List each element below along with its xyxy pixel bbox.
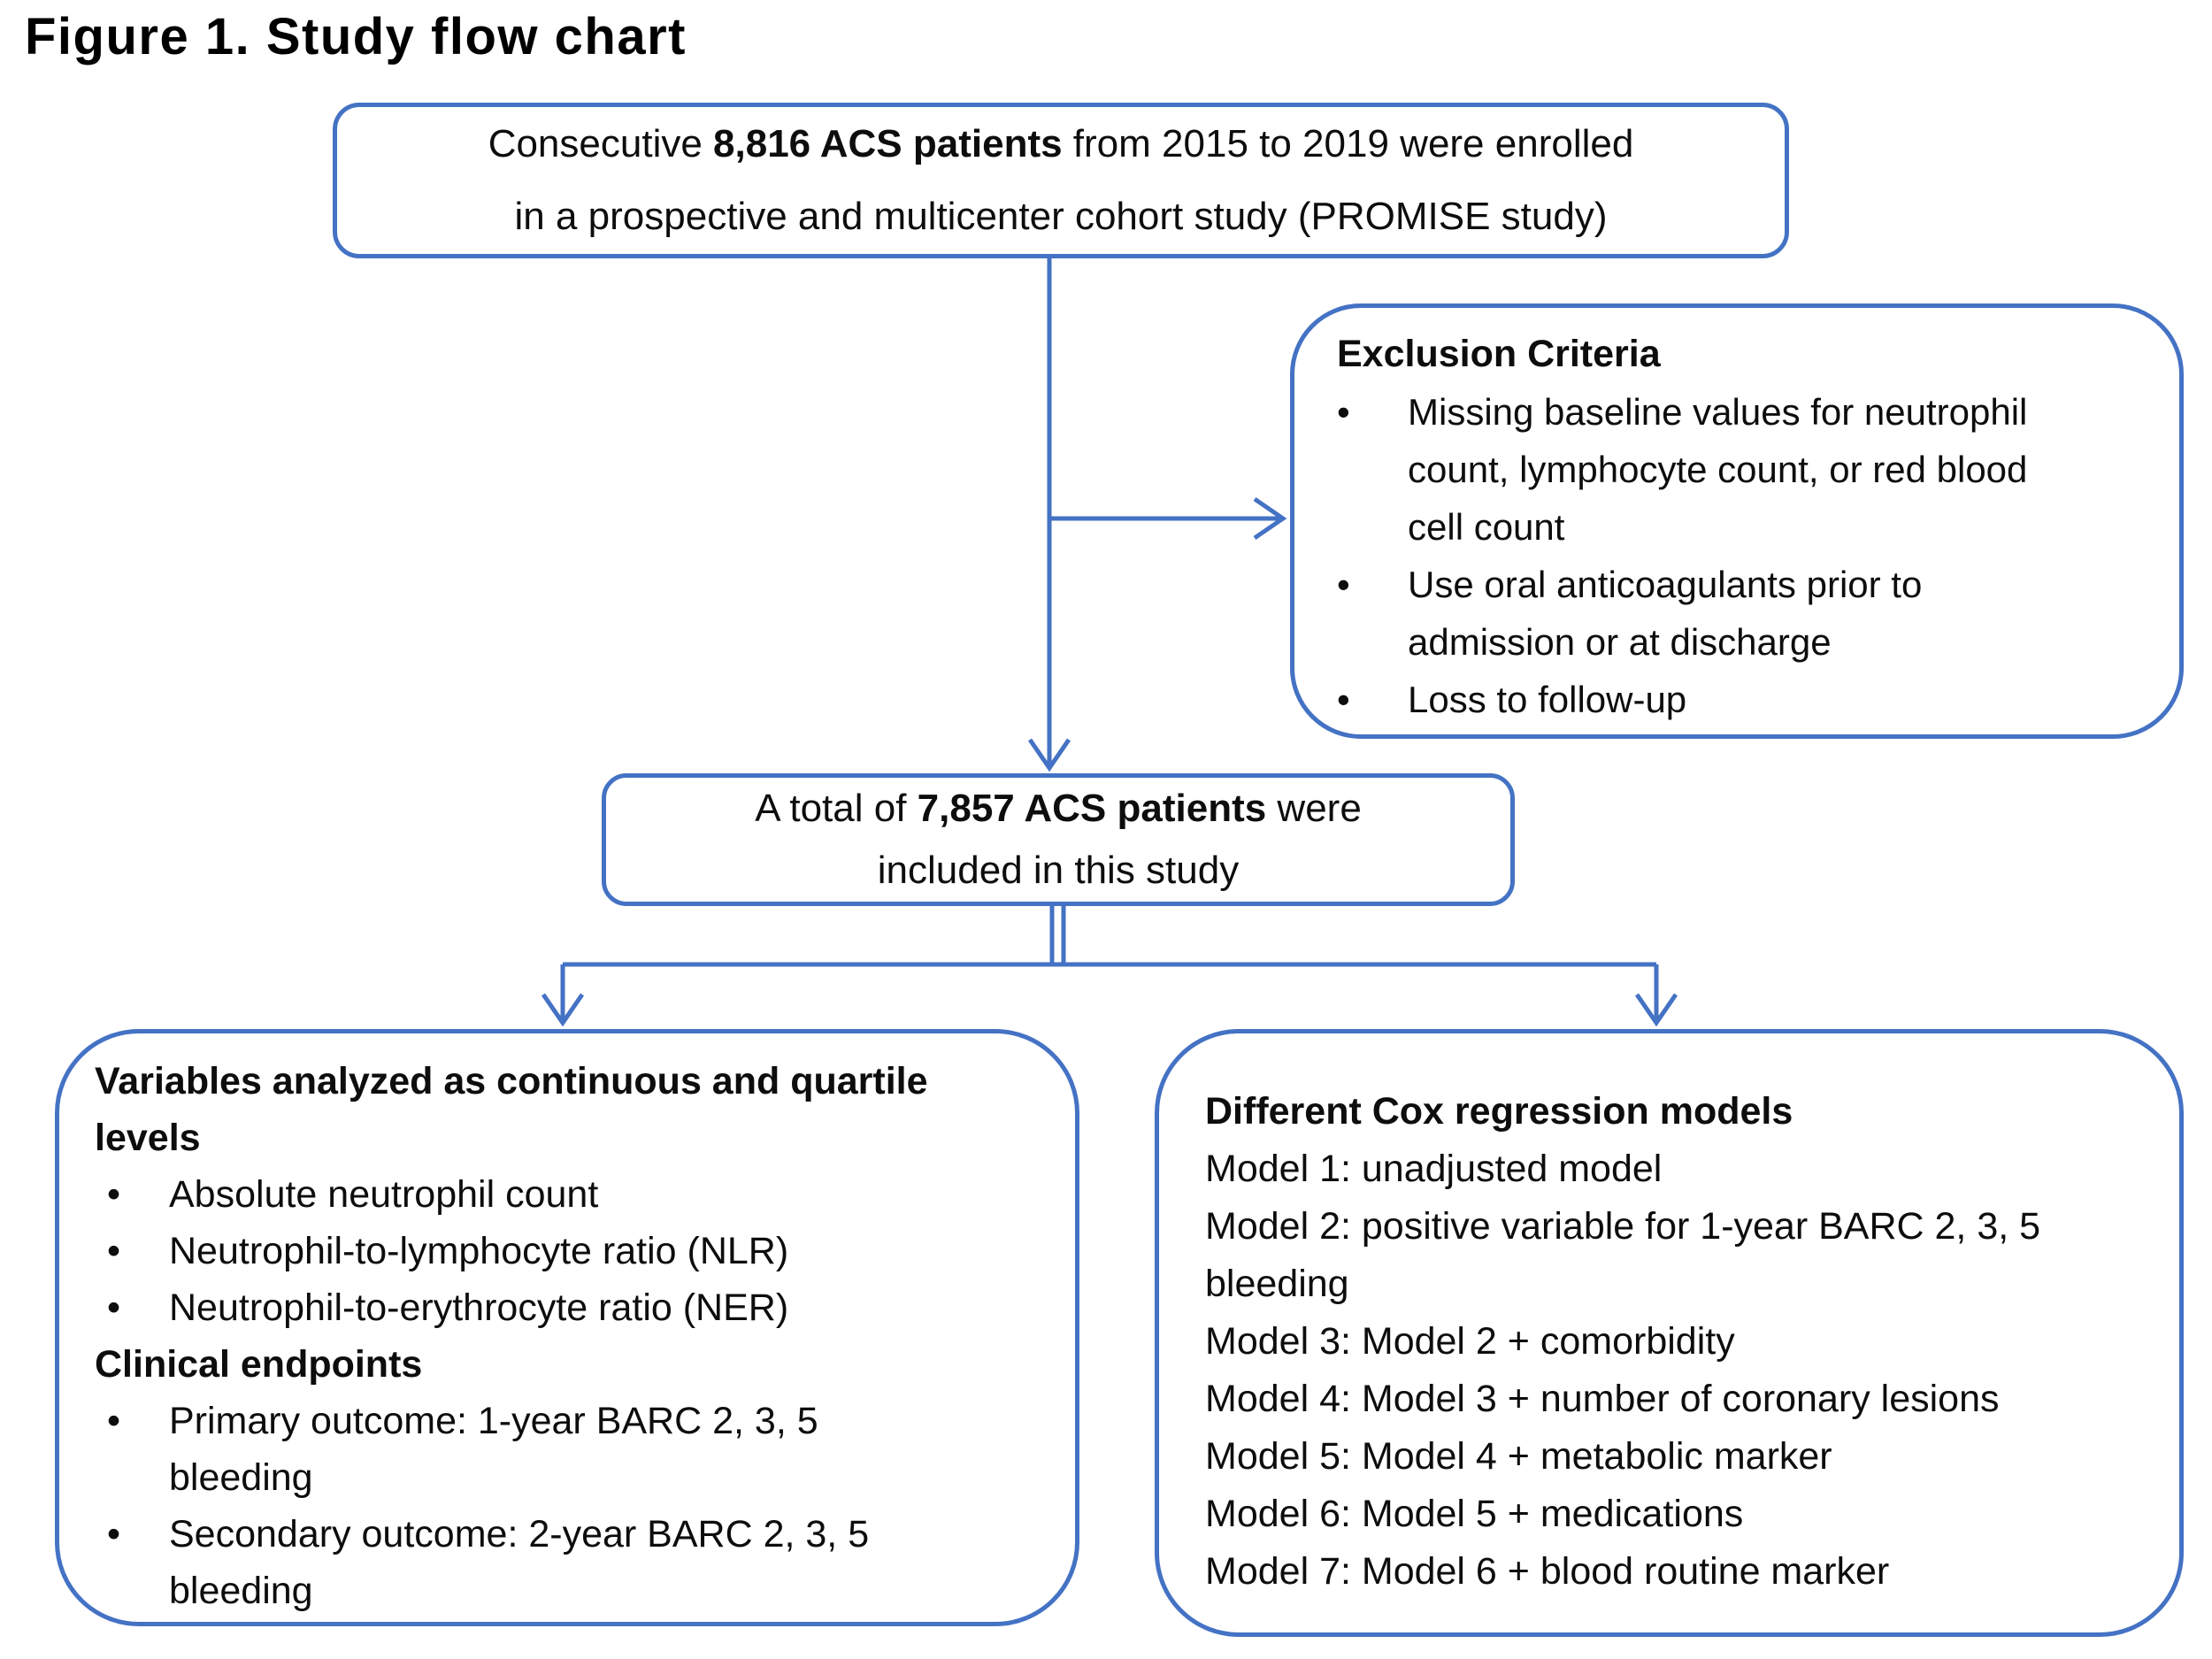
bullet-icon: • bbox=[107, 1230, 121, 1272]
bullet-icon: • bbox=[1337, 391, 1350, 433]
cox-models-heading: Different Cox regression models bbox=[1205, 1090, 1793, 1133]
arrowhead-down-to-total bbox=[1027, 738, 1071, 772]
text-run: A total of bbox=[755, 787, 918, 830]
list-item-text: Missing baseline values for neutrophil c… bbox=[1408, 391, 2028, 548]
text-run-bold: 8,816 ACS patients bbox=[713, 122, 1063, 165]
list-item: • Neutrophil-to-lymphocyte ratio (NLR) bbox=[95, 1223, 1050, 1279]
list-item-text: Neutrophil-to-lymphocyte ratio (NLR) bbox=[169, 1230, 789, 1272]
list-item: • Missing baseline values for neutrophil … bbox=[1337, 383, 2154, 556]
list-item-text: Neutrophil-to-erythrocyte ratio (NER) bbox=[169, 1286, 789, 1329]
bullet-icon: • bbox=[107, 1286, 121, 1329]
total-line-2: included in this study bbox=[877, 849, 1240, 892]
model-line: Model 3: Model 2 + comorbidity bbox=[1205, 1320, 1735, 1363]
total-included-box: A total of 7,857 ACS patients were inclu… bbox=[602, 773, 1515, 906]
list-item-text: Loss to follow-up bbox=[1408, 679, 1687, 720]
list-item-text: Primary outcome: 1-year BARC 2, 3, 5 ble… bbox=[169, 1400, 818, 1499]
list-item-text: Absolute neutrophil count bbox=[169, 1173, 599, 1216]
cox-models-box: Different Cox regression models Model 1:… bbox=[1155, 1029, 2184, 1637]
variables-endpoints-box: Variables analyzed as continuous and qua… bbox=[55, 1029, 1079, 1626]
exclusion-heading: Exclusion Criteria bbox=[1337, 333, 1661, 375]
model-line: Model 2: positive variable for 1-year BA… bbox=[1205, 1205, 2041, 1305]
model-line: Model 1: unadjusted model bbox=[1205, 1148, 1663, 1190]
arrowhead-down-to-models bbox=[1634, 993, 1678, 1027]
variables-list: • Absolute neutrophil count • Neutrophil-t… bbox=[95, 1166, 1050, 1336]
bullet-icon: • bbox=[107, 1400, 121, 1442]
variables-heading: Variables analyzed as continuous and qua… bbox=[95, 1060, 928, 1159]
clinical-endpoints-heading: Clinical endpoints bbox=[95, 1343, 423, 1386]
text-run: from 2015 to 2019 were enrolled bbox=[1062, 122, 1634, 165]
model-line: Model 6: Model 5 + medications bbox=[1205, 1493, 1744, 1535]
list-item: • Loss to follow-up bbox=[1337, 671, 2154, 728]
exclusion-list: • Missing baseline values for neutrophil … bbox=[1337, 383, 2154, 728]
bullet-icon: • bbox=[1337, 679, 1350, 720]
bullet-icon: • bbox=[1337, 564, 1350, 605]
arrowhead-down-to-variables bbox=[541, 993, 585, 1027]
total-line-1: A total of 7,857 ACS patients were bbox=[755, 778, 1362, 840]
list-item: • Neutrophil-to-erythrocyte ratio (NER) bbox=[95, 1279, 1050, 1336]
text-run-bold: 7,857 ACS patients bbox=[917, 787, 1267, 830]
list-item: • Primary outcome: 1-year BARC 2, 3, 5 bl… bbox=[95, 1393, 1050, 1506]
list-item: • Secondary outcome: 2-year BARC 2, 3, 5 … bbox=[95, 1506, 1050, 1619]
figure-title: Figure 1. Study flow chart bbox=[25, 8, 687, 65]
list-item: • Absolute neutrophil count bbox=[95, 1166, 1050, 1223]
text-run: Consecutive bbox=[488, 122, 714, 165]
bullet-icon: • bbox=[107, 1173, 121, 1216]
exclusion-criteria-box: Exclusion Criteria • Missing baseline val… bbox=[1290, 303, 2184, 739]
enrollment-line-2: in a prospective and multicenter cohort … bbox=[514, 195, 1608, 238]
enrollment-line-1: Consecutive 8,816 ACS patients from 2015… bbox=[488, 108, 1634, 180]
model-line: Model 4: Model 3 + number of coronary le… bbox=[1205, 1378, 2000, 1420]
list-item: • Use oral anticoagulants prior to admiss… bbox=[1337, 556, 2154, 671]
model-line: Model 7: Model 6 + blood routine marker bbox=[1205, 1550, 1890, 1593]
list-item-text: Secondary outcome: 2-year BARC 2, 3, 5 b… bbox=[169, 1513, 870, 1612]
model-line: Model 5: Model 4 + metabolic marker bbox=[1205, 1435, 1832, 1478]
list-item-text: Use oral anticoagulants prior to admissi… bbox=[1408, 564, 1923, 663]
enrollment-box: Consecutive 8,816 ACS patients from 2015… bbox=[333, 103, 1789, 258]
text-run: were bbox=[1266, 787, 1362, 830]
arrowhead-right-to-exclusion bbox=[1253, 496, 1287, 541]
endpoints-list: • Primary outcome: 1-year BARC 2, 3, 5 bl… bbox=[95, 1393, 1050, 1619]
bullet-icon: • bbox=[107, 1513, 121, 1555]
